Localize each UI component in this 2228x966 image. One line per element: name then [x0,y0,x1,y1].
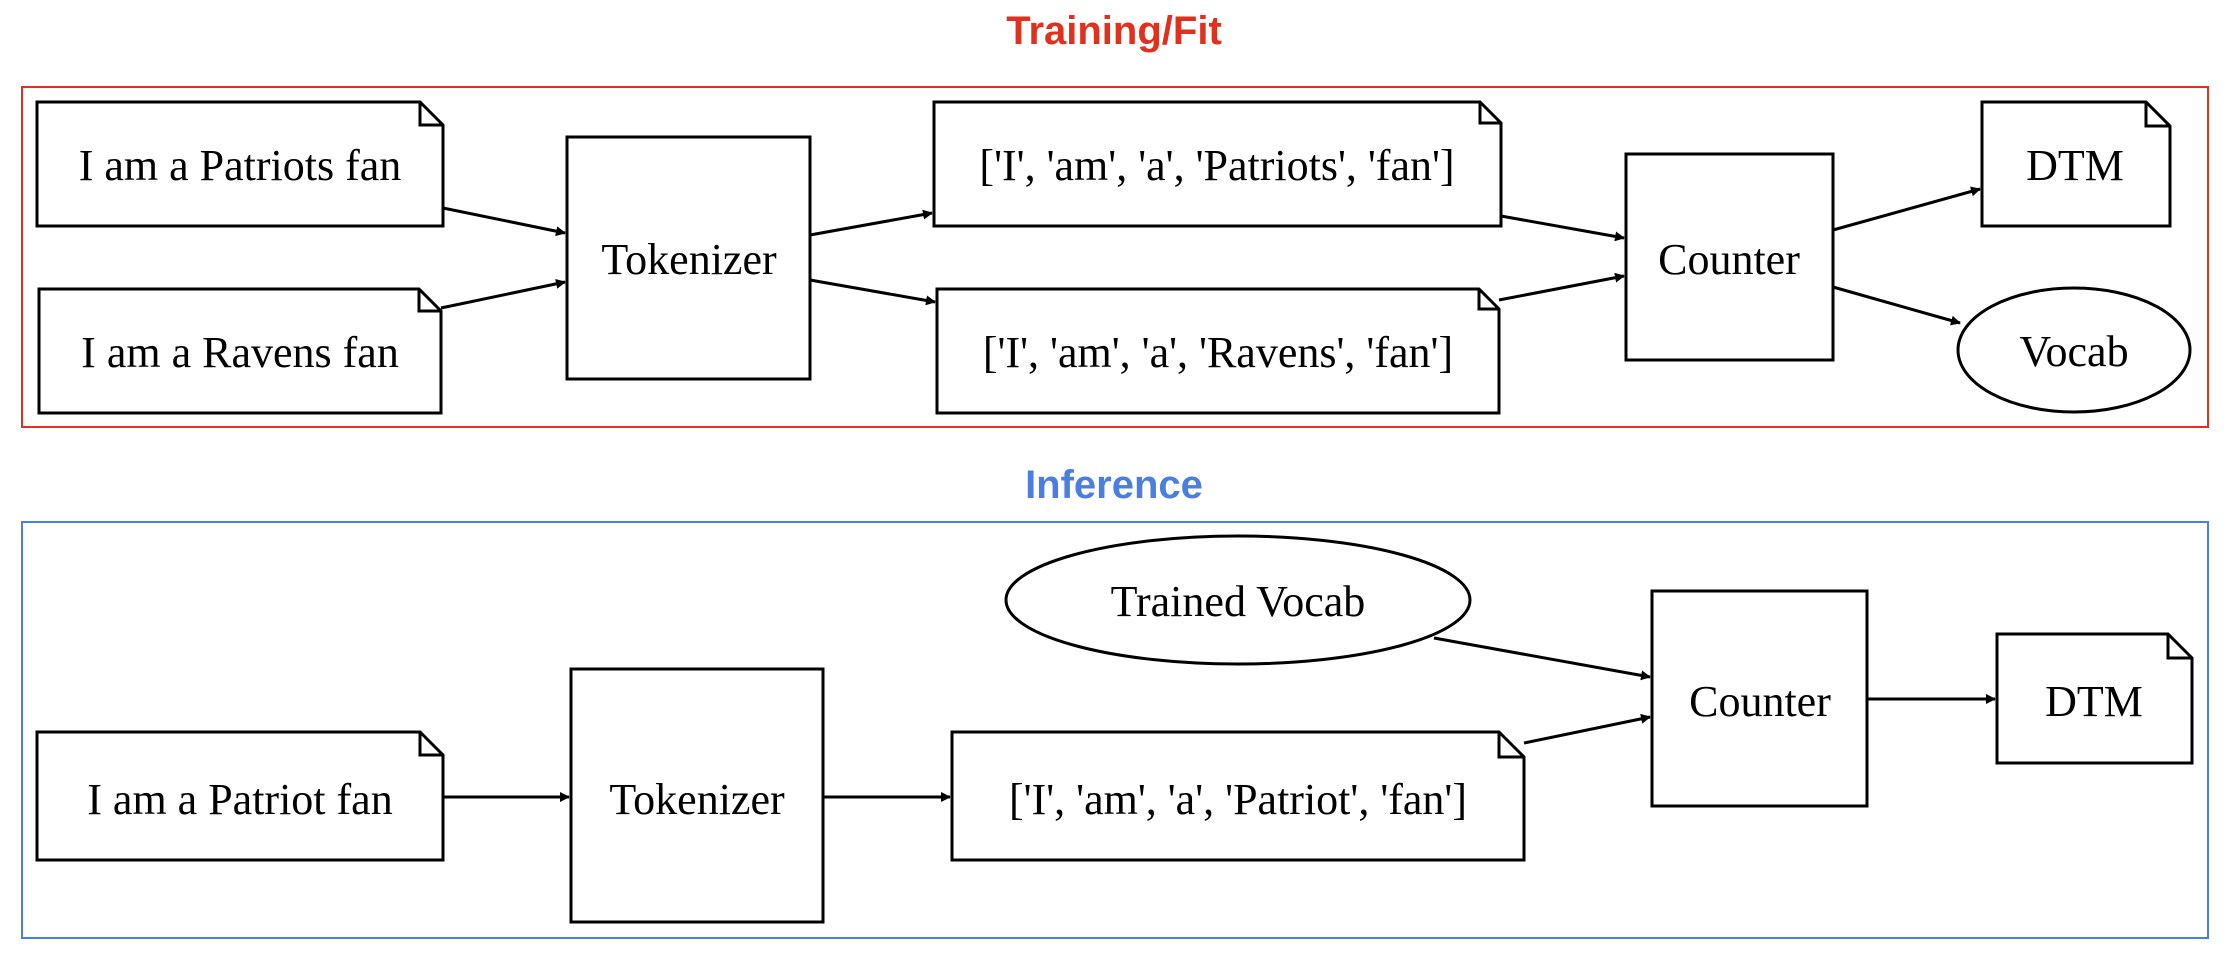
training-cluster: Training/Fit I am a Patriots fan I am a … [21,9,2209,428]
inference-cluster: Inference I am a Patriot fan Tokenizer [… [21,463,2209,939]
inference-trained-vocab-label: Trained Vocab [1111,577,1366,626]
inference-counter-box: Counter [1650,589,1869,808]
edge-counter-vocab [1832,285,1961,326]
edge-input2-tokenizer [440,278,566,310]
training-cluster-border [21,86,2209,428]
edge-counter-dtm [1832,186,1981,232]
inference-input-note: I am a Patriot fan [35,730,445,862]
inference-dtm-note: DTM [1995,632,2194,765]
training-tokens-2-label: ['I', 'am', 'a', 'Ravens', 'fan'] [983,328,1453,377]
training-input-2-label: I am a Ravens fan [81,328,399,377]
inference-tokenizer-label: Tokenizer [609,775,785,824]
inference-trained-vocab-ellipse: Trained Vocab [1004,534,1472,666]
inference-input-label: I am a Patriot fan [87,775,392,824]
inference-tokens-label: ['I', 'am', 'a', 'Patriot', 'fan'] [1009,775,1467,824]
training-vocab-label: Vocab [2019,327,2128,376]
training-tokens-1-note: ['I', 'am', 'a', 'Patriots', 'fan'] [932,100,1503,228]
training-input-1-note: I am a Patriots fan [35,100,445,228]
training-counter-box: Counter [1624,152,1835,362]
inference-dtm-label: DTM [2045,677,2143,726]
training-tokens-2-note: ['I', 'am', 'a', 'Ravens', 'fan'] [935,287,1501,415]
edge-tokens2-counter [1498,272,1625,302]
training-dtm-label: DTM [2026,141,2124,190]
training-vocab-ellipse: Vocab [1956,286,2192,414]
training-tokenizer-label: Tokenizer [601,235,777,284]
edge-tokens1-counter [1500,214,1625,242]
inference-cluster-title: Inference [1025,463,1203,507]
inference-tokens-note: ['I', 'am', 'a', 'Patriot', 'fan'] [950,730,1526,862]
training-dtm-note: DTM [1980,100,2172,228]
inference-tokenizer-box: Tokenizer [569,667,825,924]
edge-inf-tokens-counter [1523,713,1651,745]
training-cluster-title: Training/Fit [1006,9,1222,53]
edge-input1-tokenizer [442,206,566,237]
training-tokenizer-box: Tokenizer [565,135,812,381]
edge-tokenizer-tokens2 [809,278,936,306]
training-input-1-label: I am a Patriots fan [79,141,402,190]
training-input-2-note: I am a Ravens fan [37,287,443,415]
edge-inf-vocab-counter [1433,636,1651,681]
training-counter-label: Counter [1658,235,1800,284]
inference-cluster-border [21,521,2209,939]
training-tokens-1-label: ['I', 'am', 'a', 'Patriots', 'fan'] [979,141,1454,190]
edge-tokenizer-tokens1 [809,209,933,237]
inference-counter-label: Counter [1689,677,1831,726]
